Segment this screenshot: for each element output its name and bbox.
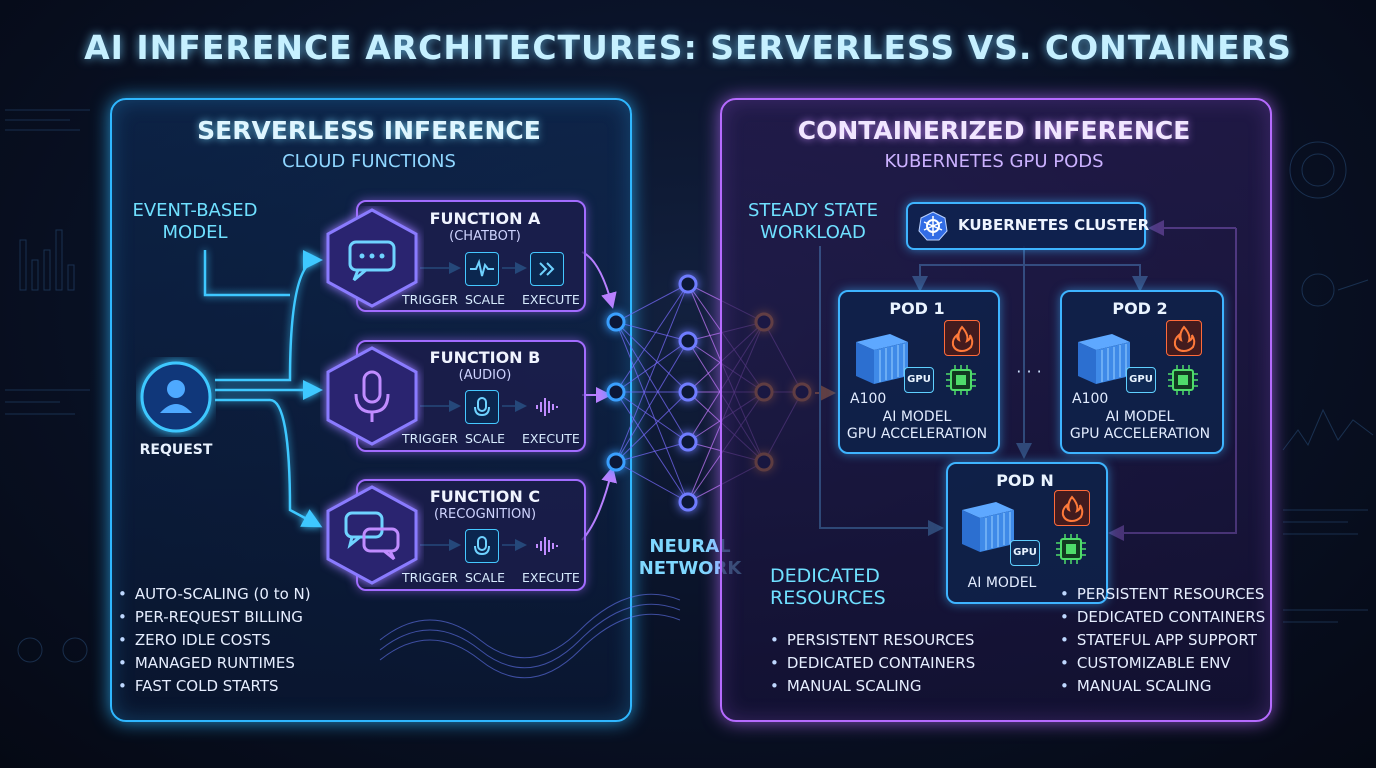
workload-label-1: STEADY STATE (747, 200, 878, 221)
background-dashboard-left (5, 109, 90, 663)
neural-node (678, 274, 698, 294)
background-dashboard-right (1282, 141, 1374, 623)
container-benefit: PERSISTENT RESOURCES (770, 629, 975, 652)
chip-icon (1056, 534, 1086, 564)
serverless-title: SERVERLESS INFERENCE (197, 116, 541, 145)
fast-forward-icon (530, 252, 564, 286)
function-a-step-execute: EXECUTE (522, 292, 580, 307)
neural-node (678, 432, 698, 452)
pod-ellipsis: · · · (1016, 362, 1042, 381)
function-a-desc: (CHATBOT) (449, 229, 521, 244)
neural-node (606, 452, 626, 472)
function-b-step-execute: EXECUTE (522, 431, 580, 446)
chat-bubble-icon (326, 208, 418, 308)
pod-1-chip: A100 (850, 391, 887, 407)
container-benefit: MANUAL SCALING (770, 675, 975, 698)
container-benefit: CUSTOMIZABLE ENV (1060, 652, 1265, 675)
pod-2-title: POD 2 (1112, 299, 1168, 318)
neural-network-label-2: NETWORK (638, 558, 742, 579)
request-label: REQUEST (139, 442, 213, 458)
neural-node (678, 492, 698, 512)
serverless-benefits-list: AUTO-SCALING (0 to N) PER-REQUEST BILLIN… (118, 583, 311, 698)
neural-node (606, 382, 626, 402)
container-benefit: DEDICATED CONTAINERS (770, 652, 975, 675)
page-title: AI INFERENCE ARCHITECTURES: SERVERLESS V… (84, 28, 1292, 67)
workload-label-2: WORKLOAD (760, 222, 866, 243)
conversation-icon (326, 485, 418, 585)
gpu-badge: GPU (1010, 540, 1040, 566)
container-benefit: STATEFUL APP SUPPORT (1060, 629, 1265, 652)
serverless-benefit: AUTO-SCALING (0 to N) (118, 583, 311, 606)
container-cube-icon (1078, 334, 1130, 384)
microphone-icon (465, 390, 499, 424)
function-a-title: FUNCTION A (429, 209, 541, 228)
pod-2-line2: GPU ACCELERATION (1069, 426, 1211, 442)
neural-node (678, 331, 698, 351)
fire-icon (1054, 490, 1090, 526)
sound-wave-icon (530, 390, 564, 424)
function-c-step-execute: EXECUTE (522, 570, 580, 585)
microphone-icon (465, 529, 499, 563)
sound-wave-icon (530, 529, 564, 563)
function-a-step-scale: SCALE (465, 292, 506, 307)
pod-1-title: POD 1 (889, 299, 945, 318)
container-subtitle: KUBERNETES GPU PODS (884, 151, 1104, 172)
pod-2-chip: A100 (1072, 391, 1109, 407)
resources-label-2: RESOURCES (770, 587, 886, 609)
fire-icon (944, 320, 980, 356)
request-user-icon (140, 361, 212, 433)
kubernetes-cluster-label: KUBERNETES CLUSTER (958, 216, 1150, 234)
serverless-benefit: PER-REQUEST BILLING (118, 606, 311, 629)
serverless-benefit: ZERO IDLE COSTS (118, 629, 311, 652)
container-cube-icon (856, 334, 908, 384)
kubernetes-icon (918, 211, 948, 241)
container-cube-icon (962, 502, 1014, 552)
container-benefit: DEDICATED CONTAINERS (1060, 606, 1265, 629)
function-b-step-trigger: TRIGGER (402, 431, 458, 446)
container-benefit: MANUAL SCALING (1060, 675, 1265, 698)
pod-1-line2: GPU ACCELERATION (846, 426, 988, 442)
function-c-title: FUNCTION C (429, 487, 541, 506)
pod-n-line1: AI MODEL (967, 575, 1037, 591)
chip-icon (946, 365, 976, 395)
neural-network-label-1: NEURAL (649, 536, 731, 557)
pod-1-line1: AI MODEL (882, 409, 952, 425)
function-b-step-scale: SCALE (465, 431, 506, 446)
serverless-subtitle: CLOUD FUNCTIONS (282, 151, 456, 172)
function-c-step-trigger: TRIGGER (402, 570, 458, 585)
gpu-badge: GPU (904, 367, 934, 393)
waveform-icon (465, 252, 499, 286)
event-model-label-2: MODEL (162, 222, 228, 243)
microphone-icon (326, 346, 418, 446)
container-benefits-right: PERSISTENT RESOURCES DEDICATED CONTAINER… (1060, 583, 1265, 698)
function-b-desc: (AUDIO) (458, 368, 512, 383)
resources-label-1: DEDICATED (770, 565, 880, 587)
gpu-badge: GPU (1126, 367, 1156, 393)
container-benefits-left: PERSISTENT RESOURCES DEDICATED CONTAINER… (770, 629, 975, 698)
neural-node (606, 312, 626, 332)
fire-icon (1166, 320, 1202, 356)
serverless-benefit: FAST COLD STARTS (118, 675, 311, 698)
neural-node (678, 382, 698, 402)
pod-n-title: POD N (996, 471, 1054, 490)
function-b-title: FUNCTION B (429, 348, 541, 367)
event-model-label-1: EVENT-BASED (132, 200, 258, 221)
chip-icon (1168, 365, 1198, 395)
kubernetes-cluster-box: KUBERNETES CLUSTER (906, 202, 1150, 250)
function-c-step-scale: SCALE (465, 570, 506, 585)
function-a-step-trigger: TRIGGER (402, 292, 458, 307)
pod-2-line1: AI MODEL (1105, 409, 1175, 425)
function-c-desc: (RECOGNITION) (433, 507, 537, 522)
serverless-benefit: MANAGED RUNTIMES (118, 652, 311, 675)
container-benefit: PERSISTENT RESOURCES (1060, 583, 1265, 606)
container-title: CONTAINERIZED INFERENCE (797, 116, 1191, 145)
